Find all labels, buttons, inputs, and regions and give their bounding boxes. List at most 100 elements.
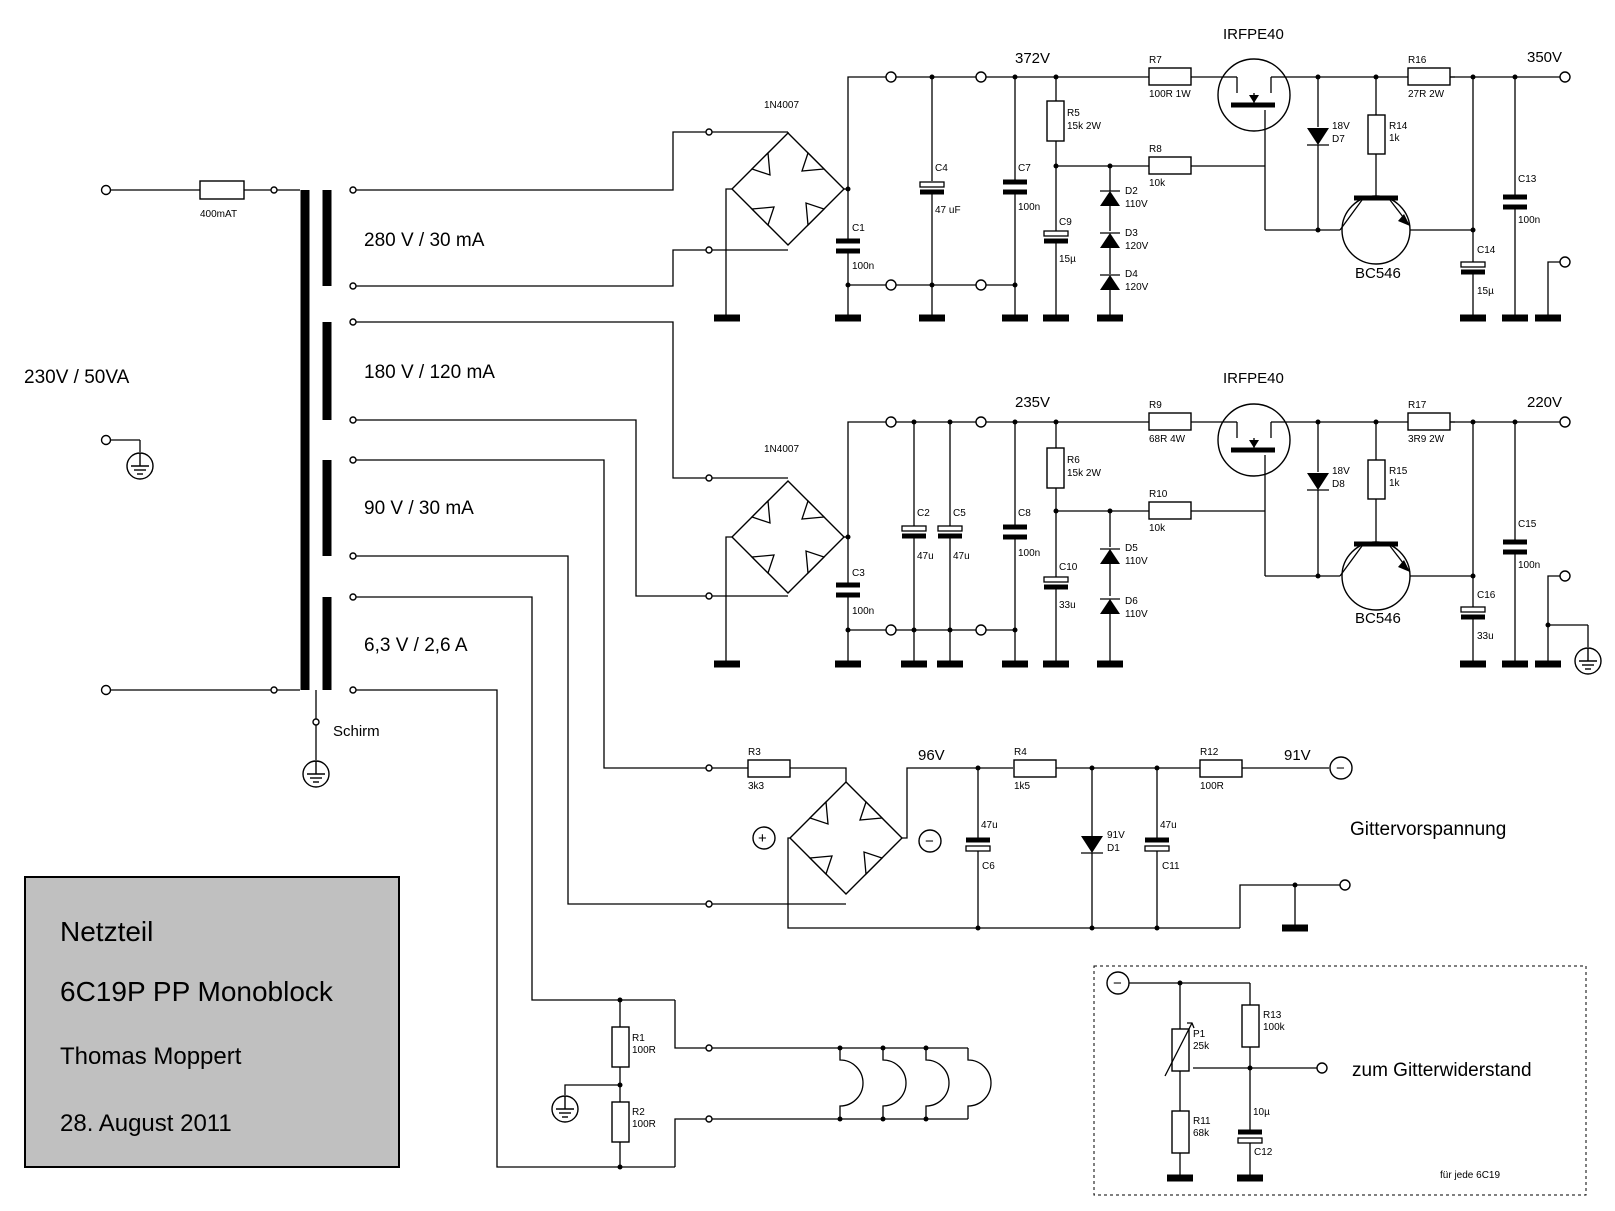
hv1-output-terminal[interactable]	[1559, 71, 1571, 83]
earth-icon	[551, 1095, 579, 1123]
svg-text:R14: R14	[1389, 121, 1408, 132]
grid-network: − P1 25k R11 68k R13 100k zum Gitterwide…	[1093, 965, 1587, 1196]
r13-resistor	[1241, 1004, 1260, 1048]
r1-resistor	[611, 1026, 630, 1068]
svg-text:15k 2W: 15k 2W	[1067, 121, 1101, 132]
hv1-ground-terminal[interactable]	[1559, 256, 1571, 268]
r7-resistor	[1148, 67, 1192, 86]
svg-text:100R 1W: 100R 1W	[1149, 89, 1191, 100]
mains-input-label: 230V / 50VA	[24, 367, 130, 388]
hv1-transistor	[1341, 195, 1411, 265]
svg-text:R2: R2	[632, 1107, 645, 1118]
hv2-transistor	[1341, 541, 1411, 611]
svg-text:110V: 110V	[1125, 556, 1148, 567]
hv2-ground-terminal[interactable]	[1559, 570, 1571, 582]
svg-text:C6: C6	[982, 861, 995, 872]
fuse-symbol	[199, 180, 245, 200]
r15-resistor	[1367, 459, 1386, 500]
grid-network-frame	[1093, 965, 1587, 1196]
c1-label: C1	[852, 223, 865, 234]
svg-text:C13: C13	[1518, 174, 1537, 185]
svg-text:110V: 110V	[1125, 609, 1148, 620]
svg-text:1k: 1k	[1389, 133, 1401, 144]
hv2-mosfet-label: IRFPE40	[1223, 370, 1284, 387]
svg-text:3R9 2W: 3R9 2W	[1408, 434, 1445, 445]
title-block: Netzteil 6C19P PP Monoblock Thomas Moppe…	[24, 876, 400, 1168]
author-text: Thomas Moppert	[60, 1043, 242, 1070]
svg-text:R3: R3	[748, 747, 761, 758]
svg-text:C4: C4	[935, 163, 948, 174]
hv1-mosfet-label: IRFPE40	[1223, 26, 1284, 43]
svg-text:C11: C11	[1162, 861, 1180, 872]
grid-network-label: zum Gitterwiderstand	[1352, 1060, 1532, 1081]
svg-text:D8: D8	[1332, 479, 1345, 490]
svg-text:68k: 68k	[1193, 1128, 1210, 1139]
hv1-input-voltage: 372V	[1015, 50, 1050, 67]
r5-resistor	[1046, 100, 1065, 142]
svg-text:100n: 100n	[1018, 202, 1040, 213]
svg-text:1k5: 1k5	[1014, 781, 1031, 792]
svg-text:15µ: 15µ	[1059, 254, 1076, 265]
svg-text:D2: D2	[1125, 186, 1138, 197]
svg-text:C14: C14	[1477, 245, 1496, 256]
svg-text:P1: P1	[1193, 1029, 1206, 1040]
svg-text:100n: 100n	[1518, 215, 1540, 226]
date-text: 28. August 2011	[60, 1110, 232, 1137]
hv2-input-voltage: 235V	[1015, 394, 1050, 411]
heater-filament	[925, 1048, 950, 1119]
svg-text:−: −	[1336, 760, 1345, 777]
svg-text:C10: C10	[1059, 562, 1078, 573]
hv2-rectifier-label: 1N4007	[764, 444, 799, 455]
svg-text:R9: R9	[1149, 400, 1162, 411]
svg-text:15µ: 15µ	[1477, 286, 1494, 297]
bias-output-voltage: 91V	[1284, 747, 1311, 764]
svg-text:68R 4W: 68R 4W	[1149, 434, 1186, 445]
bias-output-terminal[interactable]	[1329, 756, 1353, 780]
mains-terminal-n[interactable]	[100, 684, 112, 696]
svg-text:100R: 100R	[632, 1045, 656, 1056]
winding-2-label: 180 V / 120 mA	[364, 362, 495, 383]
bias-minus-terminal	[918, 829, 942, 853]
svg-text:18V: 18V	[1332, 121, 1350, 132]
svg-text:47u: 47u	[917, 551, 934, 562]
svg-text:R12: R12	[1200, 747, 1219, 758]
svg-text:D1: D1	[1107, 843, 1120, 854]
hv2-output-terminal[interactable]	[1559, 416, 1571, 428]
svg-text:47u: 47u	[1160, 820, 1177, 831]
svg-text:D6: D6	[1125, 596, 1138, 607]
svg-text:−: −	[925, 833, 934, 850]
grid-resistor-terminal[interactable]	[1316, 1062, 1328, 1074]
pe-terminal[interactable]	[100, 434, 112, 446]
svg-text:100n: 100n	[852, 261, 874, 272]
svg-text:D3: D3	[1125, 228, 1138, 239]
bias-ground-terminal[interactable]	[1339, 879, 1351, 891]
bias-bridge-rectifier	[789, 781, 903, 895]
svg-text:33u: 33u	[1477, 631, 1494, 642]
svg-text:100n: 100n	[1518, 560, 1540, 571]
grid-network-note: für jede 6C19	[1440, 1170, 1500, 1181]
svg-text:100R: 100R	[632, 1119, 656, 1130]
winding-wires	[356, 131, 706, 1168]
title-text: Netzteil	[60, 916, 154, 947]
earth-icon	[302, 760, 330, 788]
svg-text:C9: C9	[1059, 217, 1072, 228]
svg-text:R5: R5	[1067, 108, 1080, 119]
svg-text:18V: 18V	[1332, 466, 1350, 477]
heater-filament	[967, 1048, 992, 1119]
svg-text:R4: R4	[1014, 747, 1027, 758]
svg-text:R15: R15	[1389, 466, 1408, 477]
mains-section: 400mAT 230V / 50VA Schirm 280 V / 30 mA …	[24, 180, 495, 788]
heater-filament	[882, 1048, 907, 1119]
earth-icon	[1574, 647, 1602, 675]
svg-text:R1: R1	[632, 1033, 645, 1044]
svg-text:110V: 110V	[1125, 199, 1148, 210]
r3-resistor	[747, 759, 791, 778]
r4-resistor	[1013, 759, 1057, 778]
r17-resistor	[1407, 412, 1451, 431]
mains-terminal-l[interactable]	[100, 184, 112, 196]
svg-text:R8: R8	[1149, 144, 1162, 155]
svg-text:R16: R16	[1408, 55, 1427, 66]
svg-text:100n: 100n	[1018, 548, 1040, 559]
r12-resistor	[1199, 759, 1243, 778]
